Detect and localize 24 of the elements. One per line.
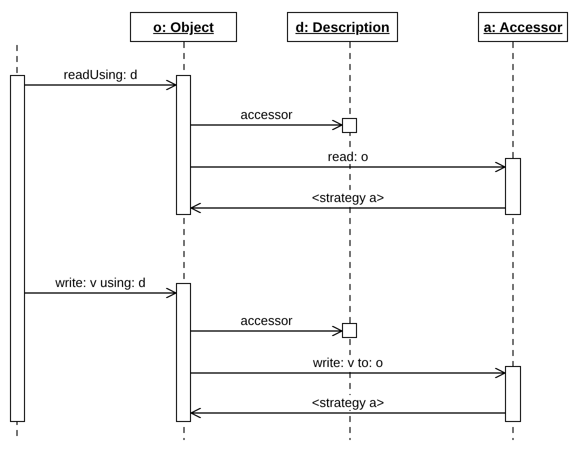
message-arrow (191, 325, 343, 337)
lifeline-header: d: Description (287, 12, 398, 42)
message-label: read: o (326, 149, 370, 164)
message-label: <strategy a> (310, 395, 386, 410)
message-arrow (190, 202, 505, 214)
lifeline-header: o: Object (130, 12, 237, 42)
activation-bar (505, 366, 521, 422)
message-label: write: v to: o (310, 355, 386, 370)
message-arrow (25, 287, 177, 299)
message-label: write: v using: d (53, 275, 148, 290)
message-arrow (191, 367, 506, 379)
message-arrow (190, 407, 505, 419)
activation-bar (176, 283, 191, 422)
lifeline-header: a: Accessor (478, 12, 568, 42)
activation-bar (505, 158, 521, 215)
activation-box (342, 323, 357, 338)
activation-bar (10, 75, 25, 422)
message-arrow (191, 161, 506, 173)
message-arrow (25, 79, 177, 91)
activation-box (342, 118, 357, 133)
message-label: readUsing: d (62, 67, 140, 82)
message-label: <strategy a> (310, 190, 386, 205)
message-arrow (191, 119, 343, 131)
activation-bar (176, 75, 191, 215)
